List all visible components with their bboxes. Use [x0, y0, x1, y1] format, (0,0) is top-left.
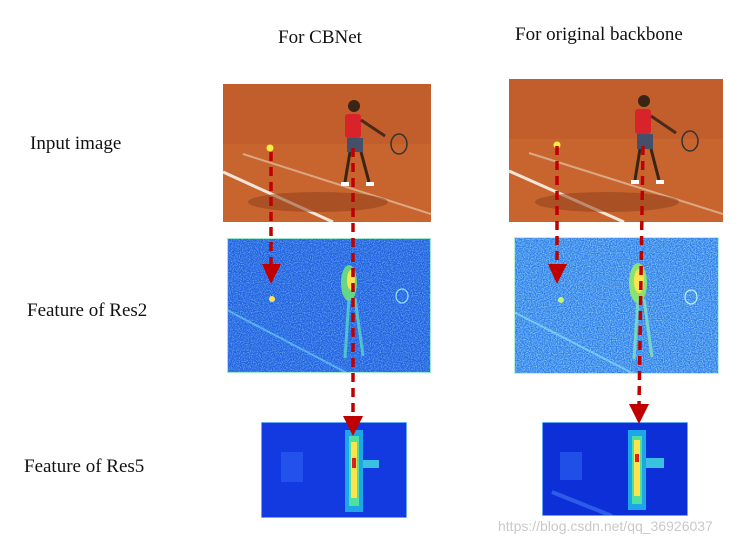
res5-feature-original: [542, 422, 688, 516]
row-label-res2: Feature of Res2: [27, 300, 148, 321]
input-image-original: [509, 79, 723, 222]
ball-arrow-cbnet: [262, 152, 281, 284]
player-arrow-cbnet: [343, 148, 363, 436]
res5-feature-cbnet: [261, 422, 407, 518]
watermark: https://blog.csdn.net/qq_36926037: [498, 518, 713, 534]
res2-feature-cbnet: [227, 238, 431, 373]
row-label-res5: Feature of Res5: [24, 456, 145, 477]
player-arrow-original: [629, 145, 649, 424]
column-header-original-backbone: For original backbone: [515, 24, 683, 45]
row-label-input-image: Input image: [30, 133, 122, 154]
column-header-cbnet: For CBNet: [278, 27, 362, 48]
ball-arrow-original: [548, 146, 567, 284]
res2-feature-original: [514, 237, 719, 374]
